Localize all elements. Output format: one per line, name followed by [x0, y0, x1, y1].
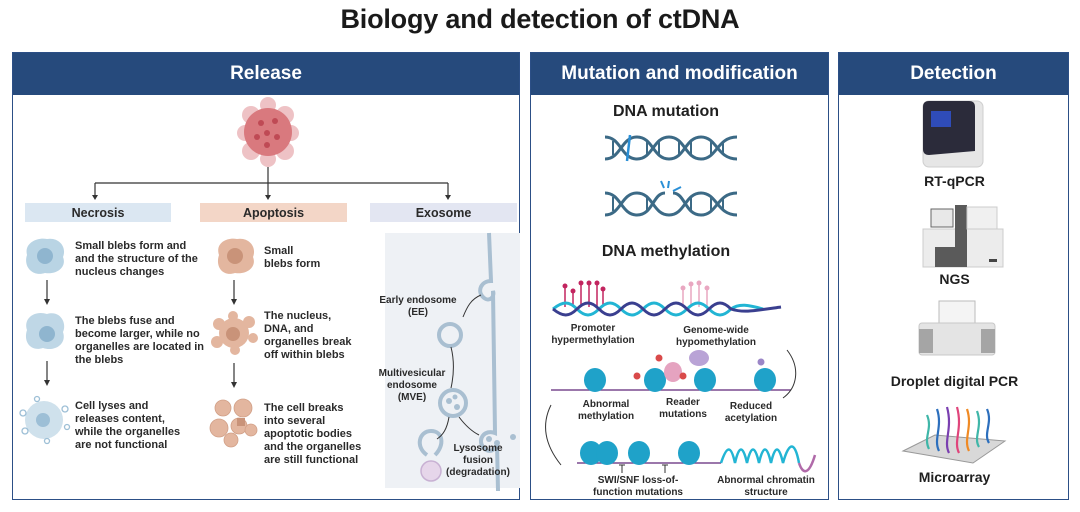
down-arrow-icon	[44, 280, 50, 305]
apoptosis-label: Apoptosis	[242, 205, 305, 220]
tumor-cell-icon	[237, 97, 299, 167]
lysed-cell-icon	[19, 395, 71, 445]
mve-label: Multivesicular endosome (MVE)	[378, 368, 446, 403]
abnormal-chromatin-label: Abnormal chromatin structure	[717, 475, 815, 498]
category-exosome: Exosome	[370, 203, 517, 222]
early-endosome-label: Early endosome (EE)	[379, 295, 457, 318]
dna-helix-strand-break-icon	[604, 180, 738, 217]
reduced-acetylation-label: Reduced acetylation	[724, 401, 778, 424]
rt-qpcr-machine-icon	[922, 100, 984, 168]
necrosis-cell-icon	[25, 312, 65, 350]
apoptosis-step-3: The cell breaks into several apoptotic b…	[264, 402, 362, 466]
genome-hypomethylation-label: Genome-wide hypomethylation	[675, 325, 756, 348]
branch-arrows	[92, 167, 451, 200]
lysosome-label: Lysosome fusion (degradation)	[446, 443, 510, 478]
necrosis-step-3: Cell lyses and releases content, while t…	[75, 400, 181, 451]
mutation-header: Mutation and modification	[531, 53, 828, 95]
reader-mutations-label: Reader mutations	[659, 397, 707, 420]
droplet-digital-pcr-icon	[918, 300, 996, 356]
apoptotic-bodies-icon	[209, 398, 258, 448]
exosome-pathway-icon	[417, 232, 516, 492]
down-arrow-icon	[44, 361, 50, 386]
dna-helix-point-mutation-icon	[604, 134, 738, 162]
necrosis-label: Necrosis	[71, 205, 125, 220]
swi-snf-label: SWI/SNF loss-of-function mutations	[593, 475, 683, 498]
down-arrow-icon	[231, 280, 237, 305]
nucleosomes-row-2-icon	[545, 404, 817, 473]
method-droplet-digital-pcr: Droplet digital PCR	[890, 373, 1019, 389]
necrosis-step-1: Small blebs form and and the structure o…	[75, 240, 198, 278]
method-rt-qpcr: RT-qPCR	[924, 173, 985, 189]
ngs-sequencer-icon	[922, 205, 1004, 268]
release-header: Release	[13, 53, 519, 95]
nucleosomes-row-1-icon	[551, 349, 797, 399]
necrosis-cell-icon	[26, 238, 65, 274]
release-panel: Release Necrosis Apoptosis Exo	[12, 52, 520, 500]
dna-methylation-heading: DNA methylation	[601, 243, 731, 260]
detection-header: Detection	[839, 53, 1068, 95]
down-arrow-icon	[231, 363, 237, 388]
method-ngs: NGS	[939, 271, 970, 287]
figure-title: Biology and detection of ctDNA	[340, 4, 740, 34]
promoter-hypermethylation-label: Promoter hypermethylation	[551, 323, 635, 346]
exosome-label: Exosome	[415, 205, 472, 220]
apoptosis-step-2: The nucleus, DNA, and organelles break o…	[264, 310, 352, 361]
microarray-icon	[901, 406, 1007, 464]
methylated-dna-icon	[552, 280, 782, 317]
apoptotic-cell-icon	[217, 238, 255, 274]
blebbing-cell-icon	[211, 311, 258, 355]
apoptosis-step-1: Small blebs form	[264, 245, 321, 270]
category-apoptosis: Apoptosis	[200, 203, 347, 222]
method-microarray: Microarray	[918, 469, 991, 485]
dna-mutation-heading: DNA mutation	[612, 103, 720, 120]
abnormal-methylation-label: Abnormal methylation	[577, 399, 635, 422]
category-necrosis: Necrosis	[25, 203, 171, 222]
necrosis-step-2: The blebs fuse and become larger, while …	[75, 315, 204, 366]
mutation-panel: Mutation and modification DNA mutation D…	[530, 52, 829, 500]
detection-panel: Detection RT-qPCR NGS Droplet digital PC…	[838, 52, 1069, 500]
